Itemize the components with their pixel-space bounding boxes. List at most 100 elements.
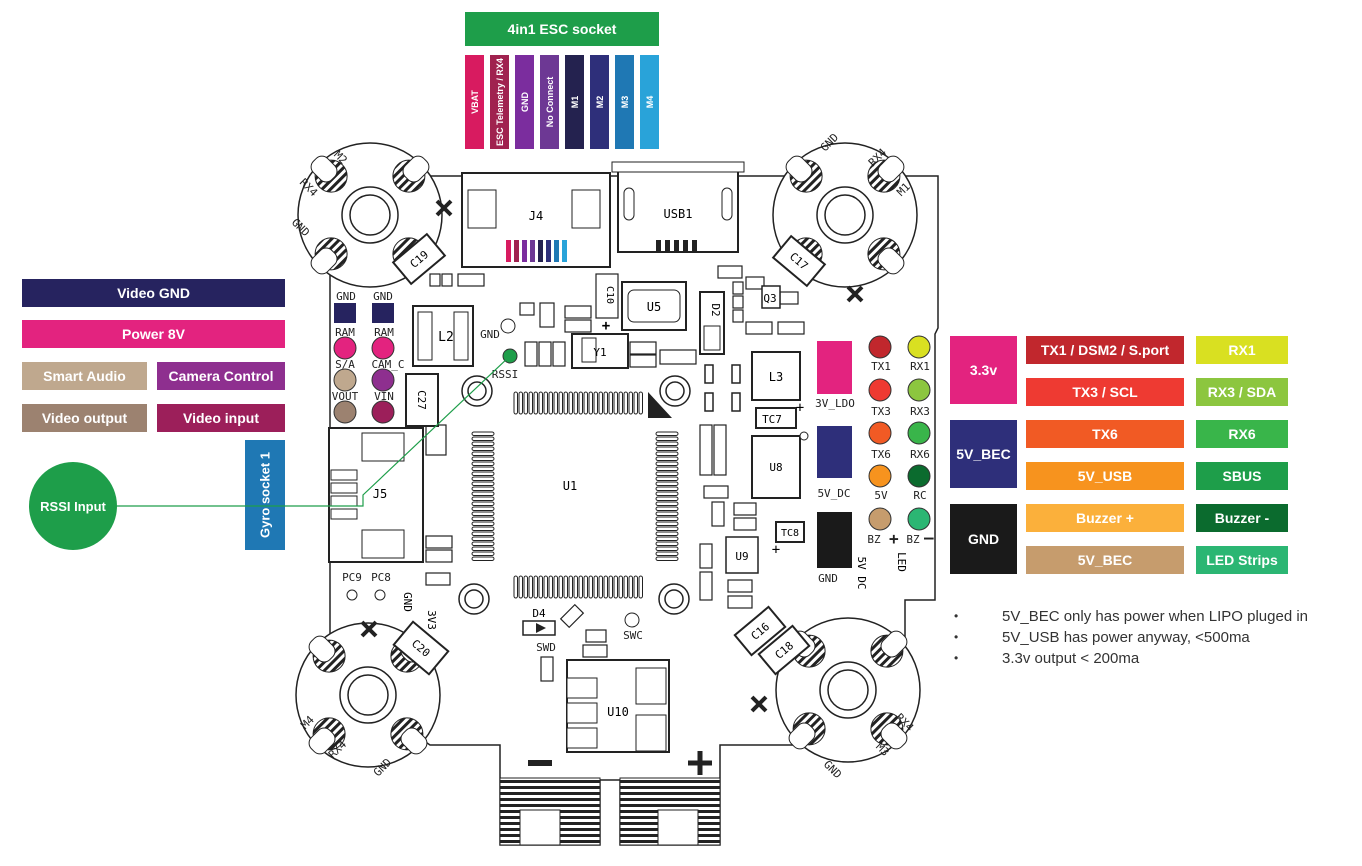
note-3v3: 3.3v output < 200ma [950, 648, 1308, 669]
pad-5v [868, 464, 892, 488]
u9-label: U9 [735, 550, 748, 563]
silk-gnd-a: GND [336, 290, 356, 303]
silk-tx3: TX3 [871, 405, 891, 418]
pad-rc [907, 464, 931, 488]
l3-label: L3 [769, 370, 783, 384]
j4-pin [514, 240, 519, 262]
svg-text:+: + [889, 529, 899, 548]
rx-label-6: LED Strips [1196, 546, 1288, 574]
pad-gnd-d [817, 512, 852, 568]
esc-pin-1: VBAT [465, 55, 484, 149]
silk-pc8: PC8 [371, 571, 391, 584]
j4-pin [506, 240, 511, 262]
silk-gnd-pad: GND [480, 328, 500, 341]
j4-pin [562, 240, 567, 262]
silk-ram-b: RAM [374, 326, 394, 339]
silk-pc9: PC9 [342, 571, 362, 584]
pad-gnd-b [372, 303, 394, 323]
pad-led [907, 507, 931, 531]
silk-bz-plus: BZ [867, 533, 881, 546]
esc-socket-title: 4in1 ESC socket [465, 12, 659, 46]
note-5v-bec: 5V_BEC only has power when LIPO pluged i… [950, 606, 1308, 627]
esc-pin-5: M1 [565, 55, 584, 149]
esc-pin-2: ESC Telemetry / RX4 [490, 55, 509, 149]
j4-pin [522, 240, 527, 262]
silk-bz-minus: BZ [906, 533, 920, 546]
silk-tx1: TX1 [871, 360, 891, 373]
rx-label-1: RX1 [1196, 336, 1288, 364]
u10-label: U10 [607, 705, 629, 719]
tc8-label: TC8 [781, 528, 799, 539]
rx-label-3: RX6 [1196, 420, 1288, 448]
svg-text:+: + [796, 400, 804, 416]
c10-label: C10 [604, 286, 615, 304]
j4-pin [530, 240, 535, 262]
silk-rx6: RX6 [910, 448, 930, 461]
svg-text:+: + [602, 318, 610, 334]
silk-rssi: RSSI [492, 368, 519, 381]
note-5v-usb: 5V_USB has power anyway, <500ma [950, 627, 1308, 648]
silk-led: LED [895, 552, 908, 572]
silk-cam-c: CAM_C [371, 358, 404, 371]
esc-pin-4: No Connect [540, 55, 559, 149]
tx-label-4: 5V_USB [1026, 462, 1184, 490]
gyro-socket-label: Gyro socket 1 [245, 440, 285, 550]
rssi-input-label: RSSI Input [29, 462, 117, 550]
pad-gnd-a [334, 303, 356, 323]
tx-label-6: 5V_BEC [1026, 546, 1184, 574]
esc-pin-8: M4 [640, 55, 659, 149]
silk-rx1: RX1 [910, 360, 930, 373]
pad-vout [333, 400, 357, 424]
silk-5v-dc-vert: 5V DC [855, 556, 868, 589]
pad-ram-b [371, 336, 395, 360]
power-5v-bec-label: 5V_BEC [950, 420, 1017, 488]
silk-3v3: 3V3 [425, 610, 438, 630]
y1-label: Y1 [593, 346, 606, 359]
tx-label-1: TX1 / DSM2 / S.port [1026, 336, 1184, 364]
esc-pin-6: M2 [590, 55, 609, 149]
rx-label-2: RX3 / SDA [1196, 378, 1288, 406]
silk-swd: SWD [536, 641, 556, 654]
rx-label-4: SBUS [1196, 462, 1288, 490]
svg-text:–: – [924, 528, 934, 547]
video-gnd-label: Video GND [22, 279, 285, 307]
silk-vout: VOUT [332, 390, 359, 403]
silk-rx3: RX3 [910, 405, 930, 418]
power-gnd-label: GND [950, 504, 1017, 574]
pad-sa [333, 368, 357, 392]
pad-tx3 [868, 378, 892, 402]
esc-pin-7: M3 [615, 55, 634, 149]
pad-rx6 [907, 421, 931, 445]
rx-label-5: Buzzer - [1196, 504, 1288, 532]
silk-ram-a: RAM [335, 326, 355, 339]
j5-label: J5 [373, 487, 387, 501]
j4-pin [554, 240, 559, 262]
esc-pin-3: GND [515, 55, 534, 149]
pad-cam-c [371, 368, 395, 392]
video-output-label: Video output [22, 404, 147, 432]
d4-label: D4 [532, 607, 546, 620]
u5-label: U5 [647, 300, 661, 314]
smart-audio-label: Smart Audio [22, 362, 147, 390]
tx-label-2: TX3 / SCL [1026, 378, 1184, 406]
pad-ram-a [333, 336, 357, 360]
pad-vin [371, 400, 395, 424]
pad-rx1 [907, 335, 931, 359]
tc7-label: TC7 [762, 413, 782, 426]
j4-pin [538, 240, 543, 262]
power-3v3-label: 3.3v [950, 336, 1017, 404]
u8-label: U8 [769, 461, 782, 474]
j4-label: J4 [529, 209, 543, 223]
svg-text:+: + [772, 542, 780, 558]
silk-swc: SWC [623, 629, 643, 642]
d2-label: D2 [709, 303, 722, 316]
camera-control-label: Camera Control [157, 362, 285, 390]
silk-gnd-c: GND [401, 592, 414, 612]
silk-gnd-b: GND [373, 290, 393, 303]
usb1-label: USB1 [664, 207, 693, 221]
silk-tx6: TX6 [871, 448, 891, 461]
tx-label-3: TX6 [1026, 420, 1184, 448]
